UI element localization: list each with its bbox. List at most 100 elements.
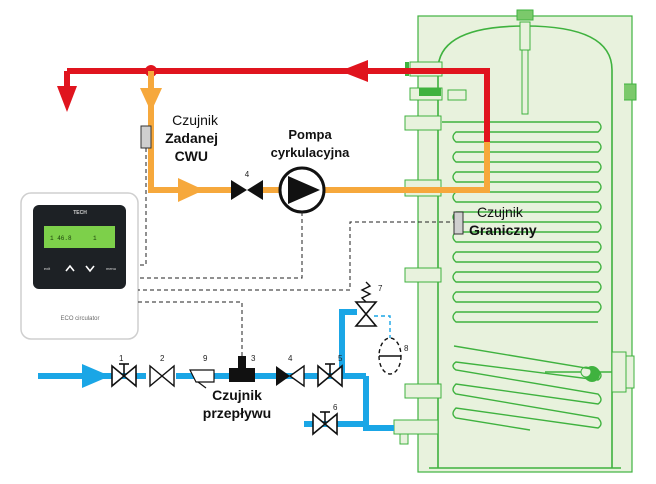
device-screen <box>44 226 115 248</box>
upper-coil <box>442 121 602 323</box>
valve-5: 5 <box>317 354 343 388</box>
wire-sensor-limit <box>138 221 457 291</box>
vessel-number: 8 <box>404 344 409 353</box>
sensor-set-dhw-probe <box>140 125 152 149</box>
device-brand: TECH <box>73 210 87 216</box>
safety-valve-7: 7 <box>354 281 383 327</box>
cold-pipe-to-safety <box>339 309 357 376</box>
safety-valve-bottom <box>354 312 378 327</box>
label-sensor-set-dhw: Czujnik Zadanej CWU <box>165 112 219 164</box>
right-boss <box>624 83 637 101</box>
tank-socket <box>447 89 467 101</box>
wire-sensor-set-dhw <box>138 148 147 266</box>
cold-pipe-to-tank <box>363 376 394 431</box>
safety-valve-number: 7 <box>378 284 383 293</box>
expansion-vessel-8: 8 <box>378 337 409 375</box>
anode-rod-lower <box>521 49 529 115</box>
hot-water-tank <box>393 9 637 473</box>
controller-device: TECH 1 46.8 1 exit menu ECO circulator <box>20 192 139 340</box>
valve-6-right <box>323 412 338 436</box>
filter-9-body <box>189 369 215 383</box>
circ-valve-4-number: 4 <box>245 170 250 179</box>
label-sensor-limit: Czujnik Graniczny <box>469 204 537 238</box>
valve-6: 6 <box>312 403 338 436</box>
label-sensor-set-dhw-line2: Zadanej <box>165 130 218 146</box>
label-sensor-flow-line2: przepływu <box>203 405 271 421</box>
valve-1-number: 1 <box>119 354 124 363</box>
valve-5-right <box>328 364 343 388</box>
flow-sensor-number: 3 <box>251 354 256 363</box>
circ-right-arrow <box>178 178 204 202</box>
label-pump-line1: Pompa <box>288 127 332 142</box>
label-sensor-set-dhw-line1: Czujnik <box>172 112 219 128</box>
hot-pipe-main <box>67 68 490 142</box>
anode-rod <box>519 21 531 51</box>
filter-9-leg <box>197 381 207 389</box>
hot-outlet-arrow <box>57 86 77 112</box>
anode-cap <box>516 9 534 21</box>
tank-socket <box>404 267 442 283</box>
valve-5-number: 5 <box>338 354 343 363</box>
tank-socket <box>393 419 439 435</box>
label-sensor-limit-line2: Graniczny <box>469 222 537 238</box>
flow-sensor-head <box>238 356 246 368</box>
valve-4-cold-left <box>276 366 290 386</box>
pump-arrow <box>288 176 320 204</box>
cold-inlet-arrow <box>82 364 110 388</box>
valve-4-cold-number: 4 <box>288 354 293 363</box>
circ-pipe-right <box>324 142 490 193</box>
up-icon[interactable] <box>65 264 75 272</box>
valve-6-left <box>312 412 327 436</box>
circ-valve-4-right <box>247 180 263 200</box>
device-button-exit[interactable]: exit <box>44 266 51 271</box>
heater-flange <box>611 351 627 393</box>
tank-socket <box>404 383 442 399</box>
wire-pump <box>138 212 303 279</box>
down-icon[interactable] <box>85 265 95 273</box>
heater-flange-outer <box>625 355 635 389</box>
device-logo: ECO circulator <box>60 316 99 322</box>
filter-9: 9 <box>189 354 215 389</box>
safety-valve-spring <box>360 281 372 303</box>
sensor-limit-probe <box>453 211 464 235</box>
circulation-pipe <box>140 71 490 202</box>
lower-coil <box>452 345 602 431</box>
circ-down-arrow <box>140 88 162 112</box>
flow-sensor-body <box>229 368 255 382</box>
hot-flow-arrow <box>340 60 368 82</box>
valve-2-number: 2 <box>160 354 165 363</box>
label-pump-line2: cyrkulacyjna <box>271 145 351 160</box>
socket-mark <box>419 88 441 96</box>
valve-2: 2 <box>146 354 176 388</box>
circulation-pump <box>278 166 326 214</box>
valve-2-left <box>149 364 164 388</box>
device-buttons: exit menu <box>44 264 116 273</box>
tank-socket <box>404 115 442 131</box>
label-sensor-limit-line1: Czujnik <box>477 204 524 220</box>
label-sensor-flow: Czujnik przepływu <box>203 387 271 421</box>
valve-4-cold-right <box>288 364 305 388</box>
valve-2-right <box>160 364 175 388</box>
device-screen-right: 1 <box>93 235 97 242</box>
label-pump: Pompa cyrkulacyjna <box>271 127 351 160</box>
vessel-8-connection <box>374 315 391 338</box>
safety-valve-top <box>354 301 378 316</box>
device-screen-left: 1 46.8 <box>50 235 72 242</box>
circ-valve-4: 4 <box>231 170 263 200</box>
valve-4-cold: 4 <box>276 354 305 388</box>
signal-wires <box>138 148 457 356</box>
valve-5-left <box>317 364 332 388</box>
filter-9-number: 9 <box>203 354 208 363</box>
tank-socket <box>399 433 409 445</box>
device-button-menu[interactable]: menu <box>106 266 116 271</box>
valve-1-right <box>122 364 137 388</box>
circ-valve-4-left <box>231 180 247 200</box>
label-sensor-set-dhw-line3: CWU <box>175 148 208 164</box>
label-sensor-flow-line1: Czujnik <box>212 387 262 403</box>
valve-6-number: 6 <box>333 403 338 412</box>
heater-knob-inner <box>580 366 592 378</box>
valve-1-left <box>111 364 126 388</box>
flow-sensor-3: 3 <box>229 354 256 382</box>
